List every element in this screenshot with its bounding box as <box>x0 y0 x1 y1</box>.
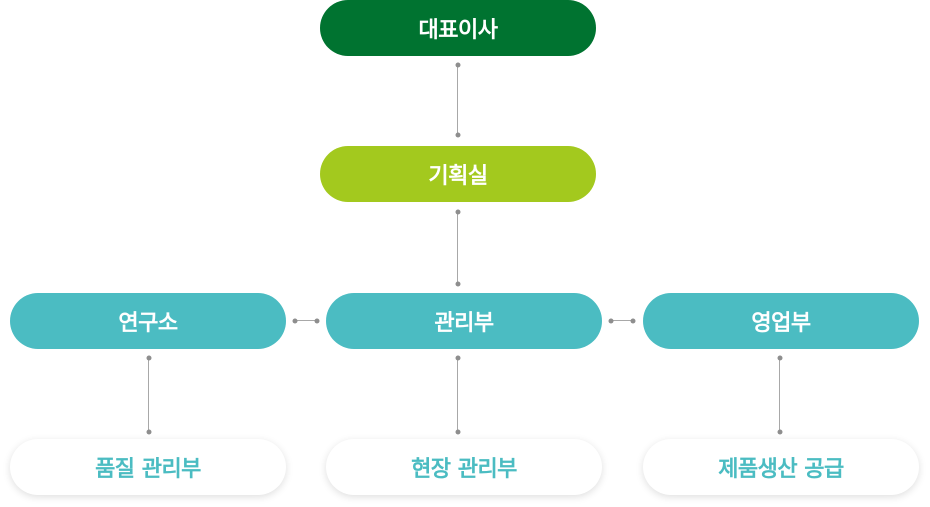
connector-dot <box>455 62 460 68</box>
connector-ceo-planning <box>457 65 458 135</box>
node-management: 관리부 <box>326 293 602 349</box>
node-quality: 품질 관리부 <box>10 439 286 495</box>
connector-dot <box>455 132 460 138</box>
connector-dot <box>608 318 614 323</box>
node-planning: 기획실 <box>320 146 596 202</box>
node-production-label: 제품생산 공급 <box>718 457 844 482</box>
connector-research-quality <box>148 358 149 432</box>
node-management-label: 관리부 <box>434 311 494 336</box>
node-ceo-label: 대표이사 <box>418 18 498 43</box>
connector-dot <box>314 318 320 323</box>
node-ceo: 대표이사 <box>320 0 596 56</box>
connector-dot <box>455 209 460 215</box>
connector-dot <box>455 429 460 435</box>
node-quality-label: 품질 관리부 <box>95 457 201 482</box>
node-site-label: 현장 관리부 <box>411 457 517 482</box>
connector-dot <box>777 429 782 435</box>
connector-planning-management <box>457 212 458 284</box>
connector-dot <box>146 429 151 435</box>
connector-dot <box>146 355 151 361</box>
connector-management-research <box>295 320 317 321</box>
connector-management-sales <box>611 320 633 321</box>
node-planning-label: 기획실 <box>428 164 488 189</box>
connector-dot <box>455 355 460 361</box>
connector-dot <box>777 355 782 361</box>
node-site: 현장 관리부 <box>326 439 602 495</box>
node-research-label: 연구소 <box>118 311 178 336</box>
node-sales: 영업부 <box>643 293 919 349</box>
connector-dot <box>630 318 636 323</box>
connector-dot <box>455 281 460 287</box>
connector-management-site <box>457 358 458 432</box>
node-production: 제품생산 공급 <box>643 439 919 495</box>
connector-dot <box>292 318 298 323</box>
node-sales-label: 영업부 <box>751 311 811 336</box>
node-research: 연구소 <box>10 293 286 349</box>
connector-sales-production <box>779 358 780 432</box>
